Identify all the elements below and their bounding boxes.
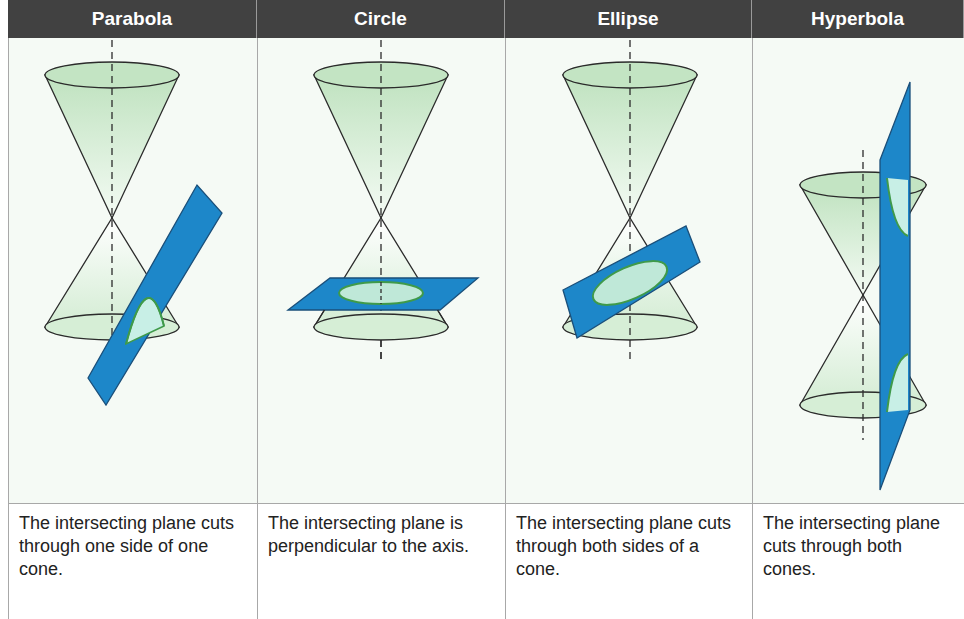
description-text: The intersecting plane cuts through both… — [516, 512, 744, 581]
header-cell: Circle — [257, 0, 505, 38]
ellipse-figure — [563, 40, 700, 362]
column-heading: Parabola — [92, 8, 172, 30]
hyperbola-figure — [800, 82, 926, 490]
text-ground — [8, 503, 964, 619]
illustration-ground — [8, 38, 964, 503]
header-cell: Hyperbola — [752, 0, 964, 38]
column-heading: Circle — [354, 8, 407, 30]
circle-figure — [288, 40, 478, 362]
header-cell: Parabola — [8, 0, 257, 38]
description-cell: The intersecting plane cuts through one … — [8, 504, 257, 619]
parabola-figure — [45, 40, 222, 405]
description-cell: The intersecting plane is perpendicular … — [257, 504, 505, 619]
description-text: The intersecting plane cuts through both… — [763, 512, 956, 581]
description-text: The intersecting plane cuts through one … — [19, 512, 249, 581]
description-cell: The intersecting plane cuts through both… — [505, 504, 752, 619]
description-text: The intersecting plane is perpendicular … — [268, 512, 497, 558]
column-heading: Hyperbola — [811, 8, 904, 30]
header-cell: Ellipse — [505, 0, 752, 38]
column-heading: Ellipse — [597, 8, 658, 30]
description-cell: The intersecting plane cuts through both… — [752, 504, 964, 619]
grid-lines — [8, 0, 964, 619]
